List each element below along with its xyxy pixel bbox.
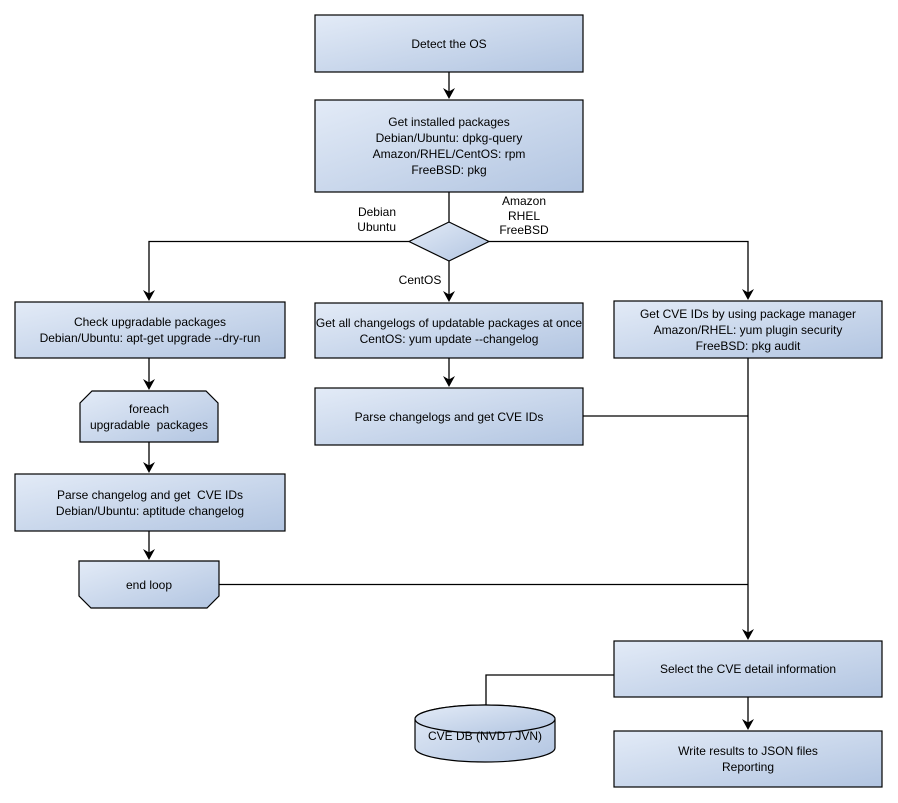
cylinder-top [414, 704, 556, 734]
node-parse-changelogs [314, 387, 584, 446]
node-get-cve-ids-pkg-mgr [613, 300, 883, 359]
edge-label-amazon-rhel-freebsd: Amazon RHEL FreeBSD [499, 194, 549, 237]
node-end-loop [78, 560, 220, 609]
connector-decision-to-get-cve-ids [489, 240, 749, 298]
node-detect-os [314, 14, 584, 73]
arrowhead-into-endloop [143, 549, 155, 560]
arrowhead-into-get-all-changelogs [443, 291, 455, 302]
edge-label-centos: CentOS [398, 273, 442, 287]
arrowhead-into-check-upgradable [143, 290, 155, 301]
node-foreach-loop [79, 390, 219, 443]
node-check-upgradable [14, 301, 286, 359]
arrowhead-into-get-cve-ids [742, 289, 754, 300]
arrowhead-into-write-results [742, 719, 754, 730]
node-cve-db-cylinder [414, 704, 556, 763]
node-parse-changelog [14, 473, 286, 532]
edge-label-debian-ubuntu: Debian Ubuntu [357, 205, 396, 234]
arrowhead-into-select [742, 629, 754, 640]
arrowhead-into-parse-changelogs [443, 376, 455, 387]
arrowhead-into-parse-changelog [143, 462, 155, 473]
node-get-installed-packages [314, 99, 584, 193]
node-os-decision-diamond [407, 221, 491, 262]
arrowhead-into-foreach [143, 379, 155, 390]
arrowhead-into-installed [443, 88, 455, 99]
connector-decision-to-check-upgradable [148, 240, 409, 299]
connector-select-to-cvedb [485, 674, 614, 705]
node-write-results [613, 730, 883, 788]
node-get-all-changelogs [314, 302, 584, 359]
node-select-cve-detail [613, 640, 883, 698]
